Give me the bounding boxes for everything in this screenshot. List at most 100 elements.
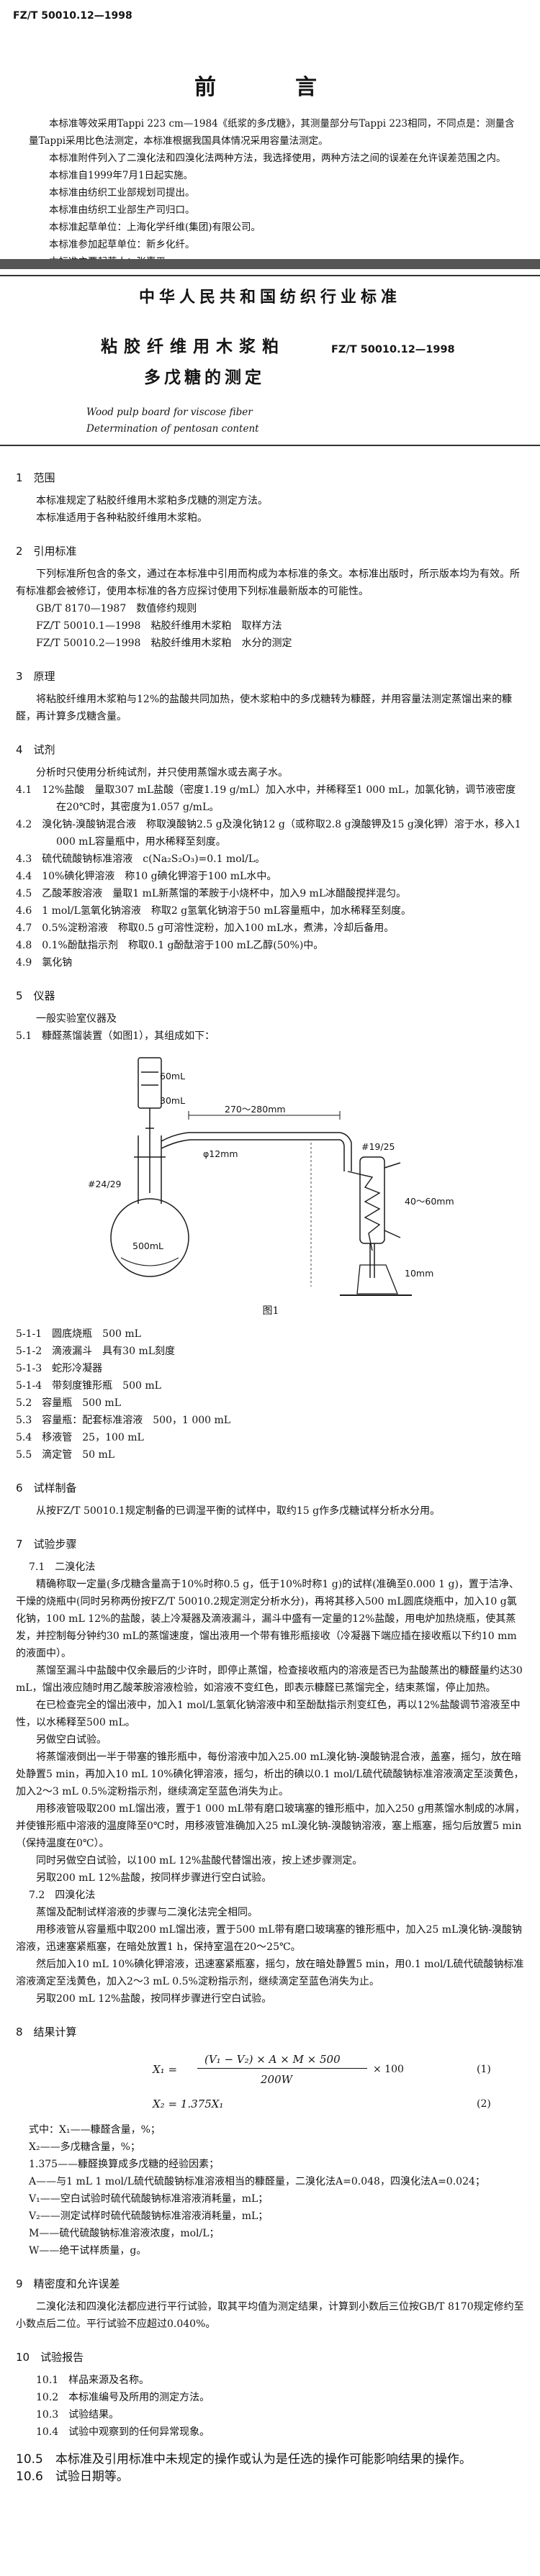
symbol-definition: M——硫代硫酸钠标准溶液浓度，mol/L； [29, 2228, 220, 2239]
body-divider [0, 445, 540, 446]
apparatus-part: 5-1-2 滴液漏斗 具有30 mL刻度 [16, 1346, 176, 1357]
reference-item: FZ/T 50010.2—1998 粘胶纤维用木浆粕 水分的测定 [36, 638, 292, 649]
section-title-reagents: 4 试剂 [16, 743, 55, 756]
section-title-scope: 1 范围 [16, 471, 55, 484]
reagent-item: 4.1 12%盐酸 量取307 mL盐酸（密度1.19 g/mL）加入水中，并稀… [16, 784, 516, 813]
reagent-item: 4.6 1 mol/L氢氧化钠溶液 称取2 g氢氧化钠溶于50 mL容量瓶中，加… [16, 905, 411, 917]
figure-caption: 图1 [262, 1305, 279, 1317]
section-title-principle: 3 原理 [16, 670, 55, 683]
tube-diameter-label: φ12mm [203, 1148, 238, 1159]
foreword-paragraph: 本标准附件列入了二溴化法和四溴化法两种方法，我选择使用，两种方法之间的误差在允许… [49, 153, 506, 164]
reagent-item: 4.4 10%碘化钾溶液 称10 g碘化钾溶于100 mL水中。 [16, 871, 277, 882]
symbol-definition: V₂——测定试样时硫代硫酸钠标准溶液消耗量，mL； [29, 2210, 269, 2222]
procedure-subtitle: 7.2 四溴化法 [29, 1890, 96, 1901]
apparatus-part: 5-1-4 带刻度锥形瓶 500 mL [16, 1380, 161, 1392]
section-title-precision: 9 精密度和允许误差 [16, 2277, 120, 2290]
arm-length-label: 270～280mm [225, 1104, 286, 1115]
reagent-item: 4.9 氯化钠 [16, 957, 73, 969]
foreword-paragraph: 本标准起草单位：上海化学纤维(集团)有限公司。 [49, 222, 261, 233]
apparatus-part: 5.3 容量瓶：配套标准溶液 500，1 000 mL [16, 1415, 231, 1426]
report-item: 10.4 试验中观察到的任何异常现象。 [36, 2426, 210, 2438]
section-title-procedure: 7 试验步骤 [16, 1538, 77, 1551]
section-title-references: 2 引用标准 [16, 545, 77, 558]
standard-title-line2: 多戊糖的测定 [144, 368, 265, 387]
formula-lhs-1: X₁ = [153, 2063, 178, 2076]
dropping-funnel [138, 1057, 162, 1109]
calculation-formula: X₁ = (V₁ − V₂) × A × M × 500 200W × 100 … [16, 2048, 526, 2117]
procedure-paragraph: 用移液管吸取200 mL馏出液，置于1 000 mL带有磨口玻璃塞的锥形瓶中，加… [16, 1803, 525, 1849]
symbol-definition: V₁——空白试验时硫代硫酸钠标准溶液消耗量，mL； [29, 2193, 269, 2205]
procedure-paragraph: 在已检查完全的馏出液中，加入1 mol/L氢氧化钠溶液中和至酚酞指示剂变红色，再… [16, 1700, 521, 1728]
formula-multiplier: × 100 [373, 2064, 404, 2075]
header-standard-code: FZ/T 50010.12—1998 [13, 10, 132, 22]
symbol-definition: 1.375——糠醛换算成多戊糖的经验因素； [29, 2159, 220, 2170]
outlet-depth-label: 10mm [405, 1268, 434, 1279]
report-item: 10.2 本标准编号及所用的测定方法。 [36, 2392, 210, 2403]
distillation-apparatus-figure: 60mL 30mL 270～280mm φ12mm #19/25 #24/29 … [16, 1049, 526, 1323]
graduated-receiving-flask [356, 1264, 398, 1294]
symbol-definition: X₂——多戊糖含量，%； [29, 2141, 140, 2153]
formula-2: X₂ = 1.375X₁ [153, 2097, 224, 2110]
foreword-paragraph: 本标准自1999年7月1日起实施。 [49, 170, 194, 181]
apparatus-item: 5.1 糠醛蒸馏装置（如图1），其组成如下： [16, 1030, 215, 1042]
flask-volume-label: 500mL [132, 1241, 163, 1251]
reagents-intro: 分析时只使用分析纯试剂，并只使用蒸馏水或去离子水。 [36, 767, 288, 779]
scope-line: 本标准规定了粘胶纤维用木浆粕多戊糖的测定方法。 [36, 495, 268, 507]
foreword-paragraph: 本标准等效采用Tappi 223 cm—1984《纸浆的多戊糖》，其测量部分与T… [29, 118, 515, 147]
apparatus-parts-list: 5-1-1 圆底烧瓶 500 mL 5-1-2 滴液漏斗 具有30 mL刻度 5… [16, 1325, 526, 1464]
procedure-subtitle: 7.1 二溴化法 [29, 1561, 96, 1573]
section-title-report: 10 试验报告 [16, 2351, 84, 2364]
principle-paragraph: 将粘胶纤维用木浆粕与12%的盐酸共同加热，使木浆粕中的多戊糖转为糠醛，并用容量法… [16, 694, 513, 722]
report-item-large: 10.6 试验日期等。 [16, 2470, 129, 2484]
funnel-graduation-label: 30mL [160, 1095, 186, 1106]
funnel-capacity-label: 60mL [160, 1071, 186, 1081]
english-title-line2: Determination of pentosan content [86, 423, 259, 435]
scan-shadow-band [0, 259, 540, 269]
joint-lower-label: #24/29 [88, 1179, 122, 1189]
procedure-paragraph: 同时另做空白试验，以100 mL 12%盐酸代替馏出液，按上述步骤测定。 [36, 1855, 363, 1867]
standard-body: 1 范围 本标准规定了粘胶纤维用木浆粕多戊糖的测定方法。 本标准适用于各种粘胶纤… [16, 453, 526, 2485]
report-item: 10.1 样品来源及名称。 [36, 2375, 150, 2386]
foreword-paragraph: 本标准由纺织工业部生产司归口。 [49, 204, 195, 216]
formula-tag-1: (1) [477, 2064, 491, 2075]
header-divider [0, 275, 540, 276]
procedure-paragraph: 蒸馏及配制试样溶液的步骤与二溴化法完全相同。 [36, 1907, 258, 1918]
formula-tag-2: (2) [477, 2098, 491, 2110]
symbol-definition: W——绝干试样质量，g。 [29, 2245, 147, 2257]
report-item: 10.3 试验结果。 [36, 2409, 120, 2421]
spiral-condenser [359, 1156, 385, 1244]
foreword-body: 本标准等效采用Tappi 223 cm—1984《纸浆的多戊糖》，其测量部分与T… [29, 115, 518, 271]
round-bottom-flask [110, 1198, 189, 1277]
reagent-item: 4.3 硫代硫酸钠标准溶液 c(Na₂S₂O₃)=0.1 mol/L。 [16, 853, 266, 865]
standard-number: FZ/T 50010.12—1998 [331, 344, 455, 355]
procedure-paragraph: 然后加入10 mL 10%碘化钾溶液，迅速塞紧瓶塞，摇匀，放在暗处静置5 min… [16, 1959, 524, 1987]
procedure-paragraph: 另取200 mL 12%盐酸，按同样步骤进行空白试验。 [36, 1993, 272, 2005]
procedure-paragraph: 将蒸馏液倒出一半于带塞的锥形瓶中，每份溶液中加入25.00 mL溴化钠-溴酸钠混… [16, 1751, 524, 1797]
standard-title-line1: 粘胶纤维用木浆粕 [101, 337, 285, 356]
reagent-item: 4.8 0.1%酚酞指示剂 称取0.1 g酚酞溶于100 mL乙醇(50%)中。 [16, 940, 324, 951]
apparatus-part: 5-1-1 圆底烧瓶 500 mL [16, 1328, 141, 1340]
apparatus-part: 5.2 容量瓶 500 mL [16, 1397, 122, 1409]
procedure-paragraph: 用移液管从容量瓶中取200 mL馏出液，置于500 mL带有磨口玻璃塞的锥形瓶中… [16, 1924, 523, 1953]
foreword-title: 前 言 [194, 75, 346, 100]
apparatus-part: 5.5 滴定管 50 mL [16, 1449, 115, 1461]
procedure-paragraph: 蒸馏至漏斗中盐酸中仅余最后的少许时，即停止蒸馏，检查接收瓶内的溶液是否已为盐酸蒸… [16, 1665, 523, 1694]
apparatus-part: 5.4 移液管 25，100 mL [16, 1432, 144, 1443]
formula-numerator: (V₁ − V₂) × A × M × 500 [204, 2053, 341, 2066]
fraction-bar [197, 2068, 367, 2069]
sample-prep-paragraph: 从按FZ/T 50010.1规定制备的已调湿平衡的试样中，取约15 g作多戊糖试… [36, 1505, 441, 1517]
procedure-paragraph: 精确称取一定量(多戊糖含量高于10%时称0.5 g，低于10%时称1 g)的试样… [16, 1579, 519, 1659]
reference-item: FZ/T 50010.1—1998 粘胶纤维用木浆粕 取样方法 [36, 620, 282, 632]
apparatus-drawing [110, 1057, 412, 1296]
section-title-calculation: 8 结果计算 [16, 2026, 77, 2038]
english-title-line1: Wood pulp board for viscose fiber [86, 407, 253, 418]
scope-line: 本标准适用于各种粘胶纤维用木浆粕。 [36, 512, 207, 524]
condenser-side-label: 40～60mm [405, 1196, 454, 1207]
joint-upper-label: #19/25 [361, 1141, 395, 1152]
procedure-paragraph: 另做空白试验。 [36, 1734, 107, 1746]
formula-denominator: 200W [261, 2073, 293, 2086]
report-item-large: 10.5 本标准及引用标准中未规定的操作或认为是任选的操作可能影响结果的操作。 [16, 2452, 472, 2467]
apparatus-intro: 一般实验室仪器及 [36, 1013, 117, 1025]
foreword-paragraph: 本标准参加起草单位：新乡化纤。 [49, 239, 195, 250]
